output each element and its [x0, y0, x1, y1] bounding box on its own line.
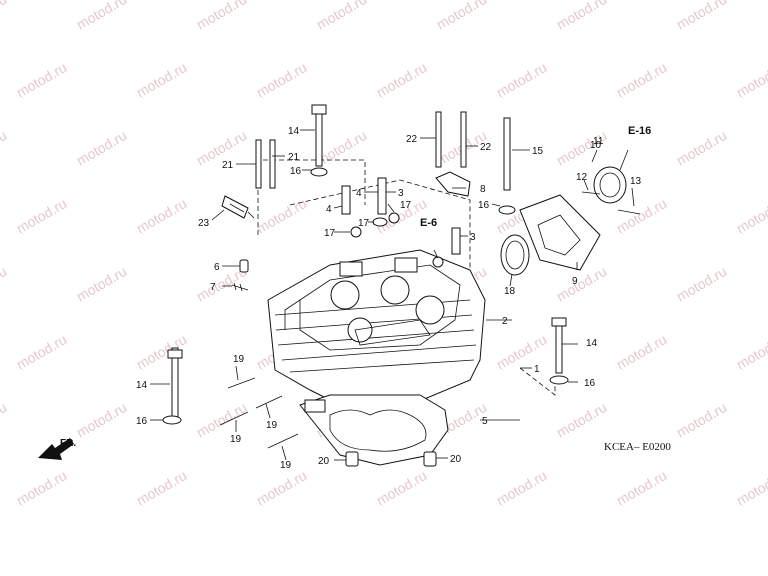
- callout-19-c: 19: [266, 420, 278, 431]
- watermark-text: motod.ru: [14, 195, 70, 236]
- callout-22-right: 22: [480, 142, 492, 153]
- watermark-text: motod.ru: [254, 467, 310, 508]
- callout-20-left: 20: [318, 456, 330, 467]
- watermark-text: motod.ru: [674, 263, 730, 304]
- watermark-text: motod.ru: [134, 467, 190, 508]
- diagram-code: KCEA– E0200: [604, 441, 671, 453]
- callout-3-right: 3: [470, 232, 476, 243]
- callout-3-top: 3: [398, 188, 404, 199]
- head-gasket: [299, 394, 449, 466]
- callout-13: 13: [630, 176, 642, 187]
- callout-labels: 14 21 21 16 23 22 22 15 16 8 4 4 3 17 17…: [136, 125, 651, 471]
- watermark-text: motod.ru: [0, 263, 9, 304]
- watermark-text: motod.ru: [734, 467, 768, 508]
- watermark-text: motod.ru: [74, 0, 130, 33]
- callout-20-right: 20: [450, 454, 462, 465]
- callout-16-mid: 16: [478, 200, 490, 211]
- callout-8: 8: [480, 184, 486, 195]
- watermark-text: motod.ru: [554, 263, 610, 304]
- callout-12: 12: [576, 172, 588, 183]
- watermark-text: motod.ru: [74, 399, 130, 440]
- callout-16-top: 16: [290, 166, 302, 177]
- oil-pipes: [341, 177, 461, 268]
- intake-assembly: [500, 166, 641, 276]
- watermark-text: motod.ru: [674, 127, 730, 168]
- callout-2: 2: [502, 316, 508, 327]
- spark-plug: [221, 195, 255, 219]
- leader-lines: [150, 129, 635, 461]
- callout-19-b: 19: [230, 434, 242, 445]
- watermark-text: motod.ru: [0, 127, 9, 168]
- callout-15: 15: [532, 146, 544, 157]
- watermark-text: motod.ru: [14, 59, 70, 100]
- watermark-text: motod.ru: [74, 127, 130, 168]
- callout-11-label: 11: [593, 136, 604, 147]
- callout-17-right-top: 17: [400, 200, 412, 211]
- callout-14-right: 14: [586, 338, 598, 349]
- watermark-text: motod.ru: [614, 59, 670, 100]
- studs: [219, 377, 299, 449]
- watermark-text: motod.ru: [0, 0, 9, 33]
- callout-16-left: 16: [136, 416, 148, 427]
- watermark-text: motod.ru: [134, 59, 190, 100]
- callout-21-right: 21: [288, 152, 300, 163]
- cylinder-head: [267, 249, 486, 411]
- watermark-text: motod.ru: [554, 399, 610, 440]
- callout-22-left: 22: [406, 134, 418, 145]
- watermark-text: motod.ru: [14, 331, 70, 372]
- watermark-text: motod.ru: [314, 0, 370, 33]
- watermark-text: motod.ru: [494, 467, 550, 508]
- callout-5: 5: [482, 416, 488, 427]
- callout-14-left: 14: [136, 380, 148, 391]
- bracket: [435, 171, 471, 197]
- watermark-text: motod.ru: [194, 0, 250, 33]
- reference-e6: E-6: [420, 217, 437, 229]
- watermark-text: motod.ru: [74, 263, 130, 304]
- callout-16-right: 16: [584, 378, 596, 389]
- reference-e16: E-16: [628, 125, 651, 137]
- watermark-text: motod.ru: [554, 0, 610, 33]
- dowel-pins: [345, 451, 437, 467]
- watermark-text: motod.ru: [614, 467, 670, 508]
- small-pins: [231, 259, 249, 292]
- callout-17-left: 17: [324, 228, 336, 239]
- callout-21-left: 21: [222, 160, 234, 171]
- callout-17-mid: 17: [358, 218, 370, 229]
- watermark-text: motod.ru: [734, 331, 768, 372]
- callout-9: 9: [572, 276, 578, 287]
- watermark-text: motod.ru: [614, 331, 670, 372]
- front-label: FR.: [60, 438, 76, 449]
- watermark-text: motod.ru: [134, 195, 190, 236]
- callout-14-top: 14: [288, 126, 300, 137]
- watermark-text: motod.ru: [254, 59, 310, 100]
- callout-19-d: 19: [280, 460, 292, 471]
- front-arrow-icon: [38, 438, 74, 460]
- callout-10: 10: [590, 140, 602, 151]
- watermark-text: motod.ru: [734, 195, 768, 236]
- watermark-text: motod.ru: [14, 467, 70, 508]
- watermark-text: motod.ru: [374, 467, 430, 508]
- callout-4-left: 4: [326, 204, 332, 215]
- callout-6: 6: [214, 262, 220, 273]
- callout-7: 7: [210, 282, 216, 293]
- callout-18: 18: [504, 286, 516, 297]
- watermark-text: motod.ru: [494, 331, 550, 372]
- watermark-text: motod.ru: [674, 0, 730, 33]
- callout-23: 23: [198, 218, 210, 229]
- watermark-text: motod.ru: [674, 399, 730, 440]
- callout-1: 1: [534, 364, 540, 375]
- callout-19-a: 19: [233, 354, 245, 365]
- watermark-text: motod.ru: [494, 59, 550, 100]
- watermark-text: motod.ru: [374, 59, 430, 100]
- bolts-right: [549, 317, 569, 385]
- bolts-left: [162, 347, 183, 425]
- watermark-text: motod.ru: [434, 0, 490, 33]
- watermark-text: motod.ru: [614, 195, 670, 236]
- watermark-text: motod.ru: [0, 399, 9, 440]
- callout-4-mid: 4: [356, 188, 362, 199]
- watermark-text: motod.ru: [734, 59, 768, 100]
- watermark-text: motod.ru: [254, 195, 310, 236]
- bolts-top: [255, 104, 516, 215]
